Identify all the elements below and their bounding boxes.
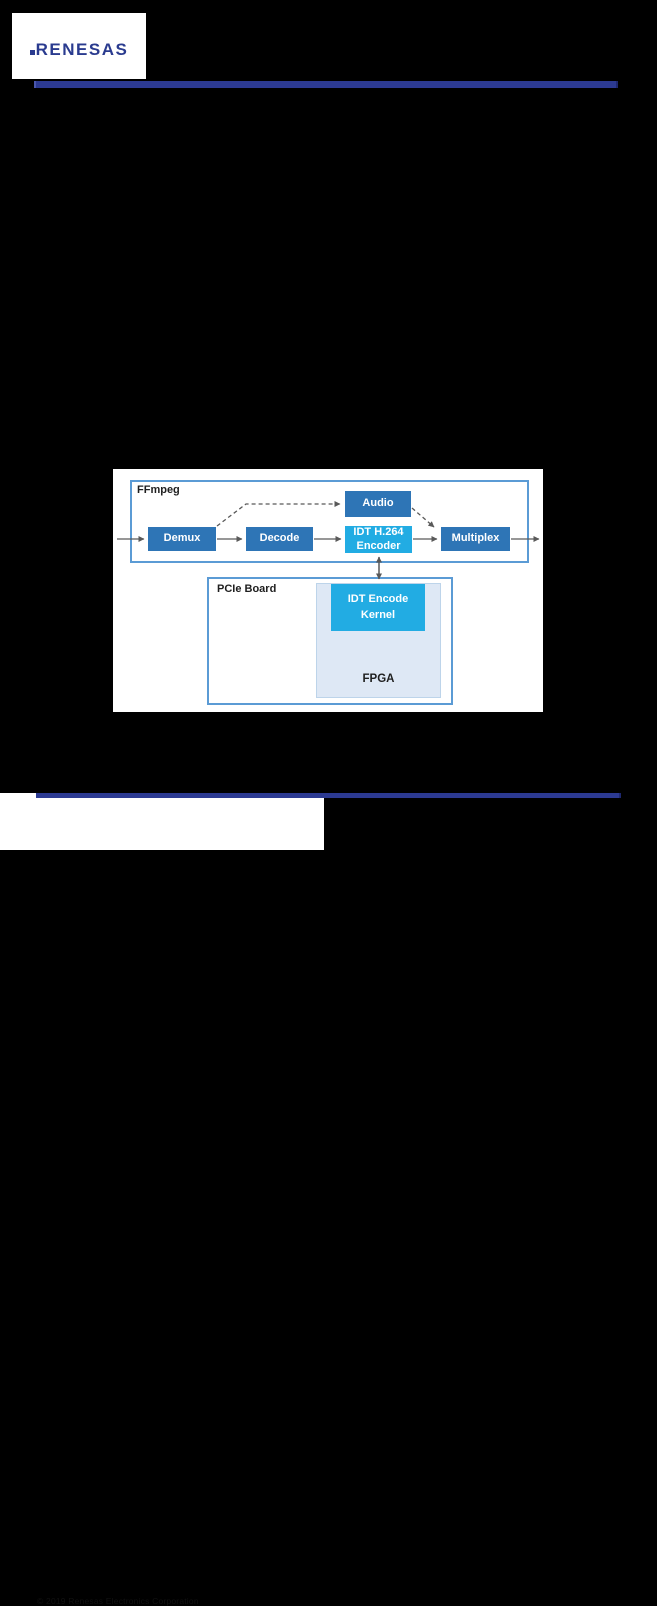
node-audio: Audio <box>345 491 411 517</box>
node-decode: Decode <box>246 527 313 551</box>
node-demux: Demux <box>148 527 216 551</box>
renesas-logo-square-icon <box>29 49 35 55</box>
renesas-logo-box: RENESAS <box>12 13 146 79</box>
ffmpeg-label: FFmpeg <box>137 484 180 496</box>
block-diagram: FFmpeg PCIe Board FPGA Demux Decode IDT … <box>113 469 543 712</box>
node-demux-label: Demux <box>163 532 201 545</box>
node-kernel-label-line2: Kernel <box>360 608 396 621</box>
header-divider-bar <box>34 81 618 88</box>
footer-box: © 2019 Renesas Electronics Corporation <box>0 793 324 1606</box>
footer-divider-bar <box>36 793 621 798</box>
node-encoder-label-line1: IDT H.264 <box>353 526 404 539</box>
node-multiplex-label: Multiplex <box>451 532 500 545</box>
node-idt-h264-encoder: IDT H.264 Encoder <box>345 526 412 553</box>
fpga-label: FPGA <box>362 673 395 685</box>
node-kernel-label-line1: IDT Encode <box>347 592 409 605</box>
renesas-logo-text: RENESAS <box>35 39 129 59</box>
node-encoder-label-line2: Encoder <box>356 539 401 552</box>
node-decode-label: Decode <box>259 532 300 545</box>
pcie-board-label: PCIe Board <box>217 583 277 595</box>
node-audio-label: Audio <box>362 497 394 510</box>
node-idt-encode-kernel: IDT Encode Kernel <box>331 584 425 631</box>
node-multiplex: Multiplex <box>441 527 510 551</box>
ffmpeg-container-box <box>130 480 529 563</box>
pcie-board-container-box <box>207 577 453 705</box>
copyright-text: © 2019 Renesas Electronics Corporation <box>37 1596 199 1606</box>
renesas-logo: RENESAS <box>29 39 129 59</box>
